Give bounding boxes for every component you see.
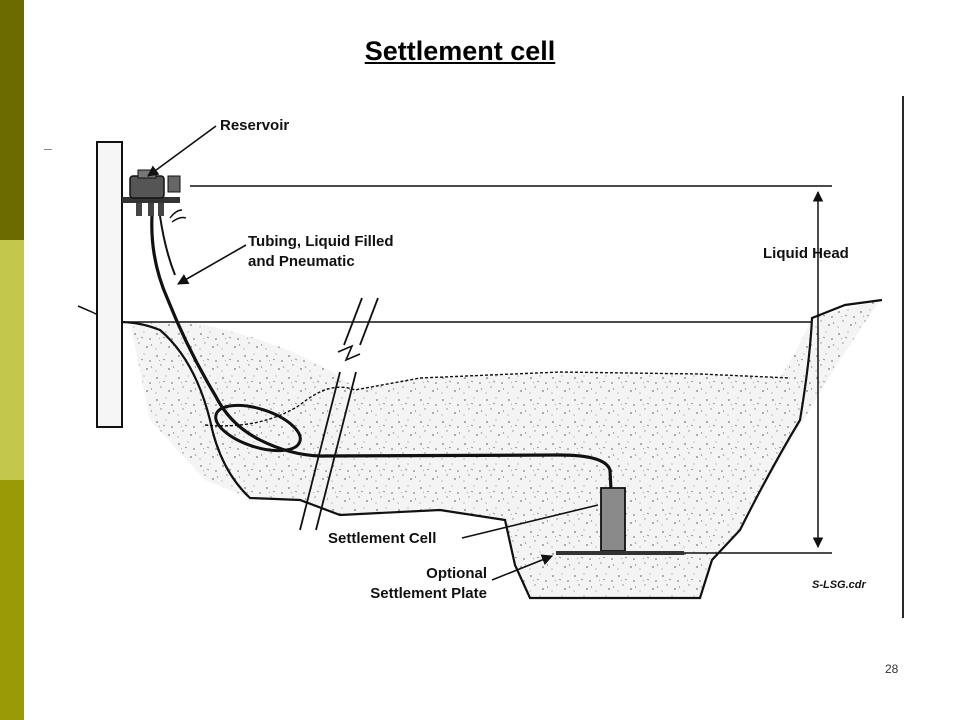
- settlement-cell: [600, 487, 626, 552]
- settlement-plate-label-line2: Settlement Plate: [370, 585, 487, 602]
- settlement-plate: [556, 551, 684, 555]
- tubing-branch: [159, 215, 176, 276]
- liquid-head-label: Liquid Head: [763, 245, 849, 262]
- tubing-label-line2: and Pneumatic: [248, 253, 355, 270]
- reservoir-leader: [147, 125, 217, 177]
- settlement-cell-label: Settlement Cell: [328, 530, 436, 547]
- page-number: 28: [885, 662, 899, 676]
- tubing-coil: [214, 403, 302, 453]
- mounting-post: [96, 141, 123, 428]
- sidebar: [0, 0, 24, 720]
- bullet-marker: –: [44, 140, 52, 156]
- tubing-label-line1: Tubing, Liquid Filled: [248, 233, 394, 250]
- reservoir-label: Reservoir: [220, 117, 289, 134]
- tubing-leader: [177, 244, 247, 285]
- pit-outline: [119, 298, 883, 600]
- tubing: [150, 215, 613, 491]
- sidebar-segment-dark: [0, 0, 24, 240]
- settlement-cell-leader: [461, 504, 599, 539]
- survey-rod: [299, 297, 379, 531]
- reservoir-unit: [122, 169, 187, 223]
- sidebar-segment-light: [0, 240, 24, 480]
- sidebar-segment-mid: [0, 480, 24, 720]
- settlement-plate-label-line1: Optional: [426, 565, 487, 582]
- settlement-plate-leader: [491, 554, 554, 581]
- slide-title: Settlement cell: [364, 36, 556, 66]
- drawing-code: S-LSG.cdr: [812, 579, 867, 591]
